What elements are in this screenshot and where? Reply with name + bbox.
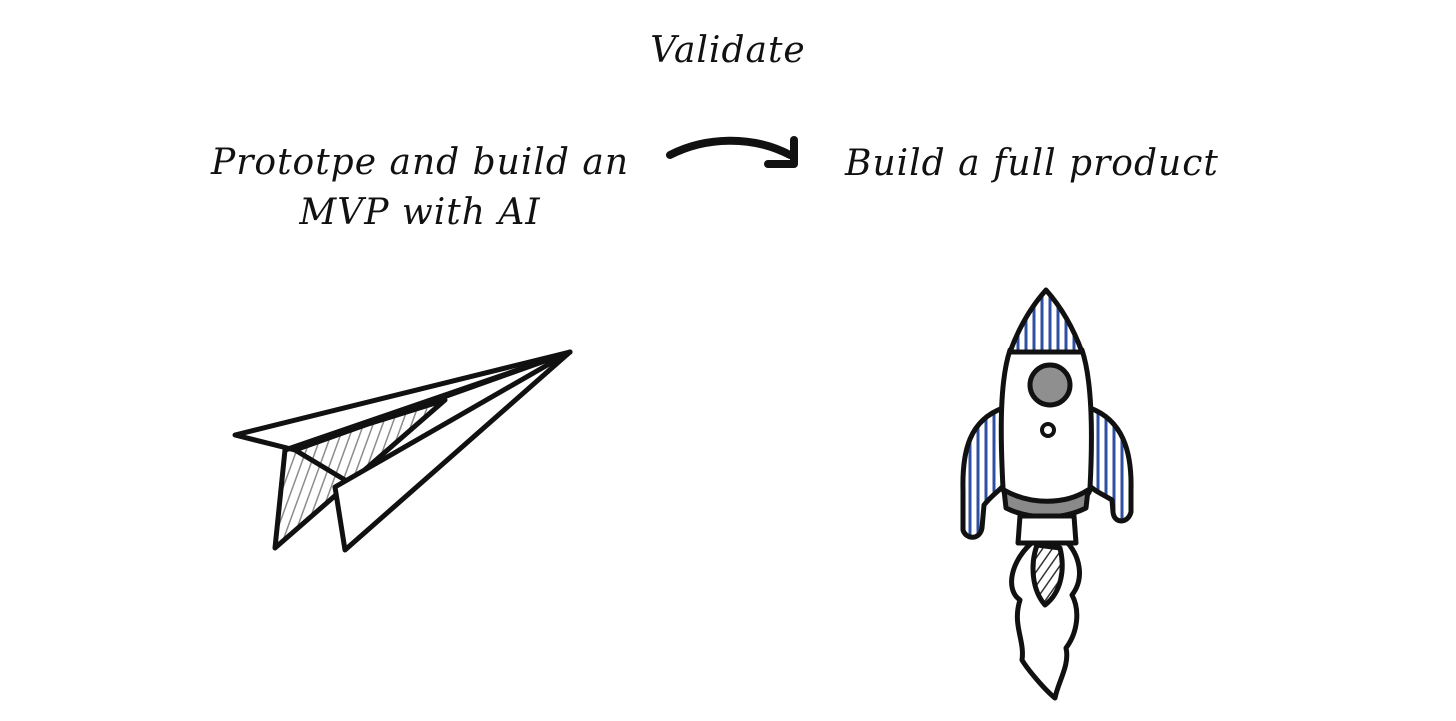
arrow-right-icon bbox=[670, 140, 794, 164]
paper-plane-icon bbox=[235, 352, 570, 550]
rocket-icon bbox=[963, 290, 1131, 698]
